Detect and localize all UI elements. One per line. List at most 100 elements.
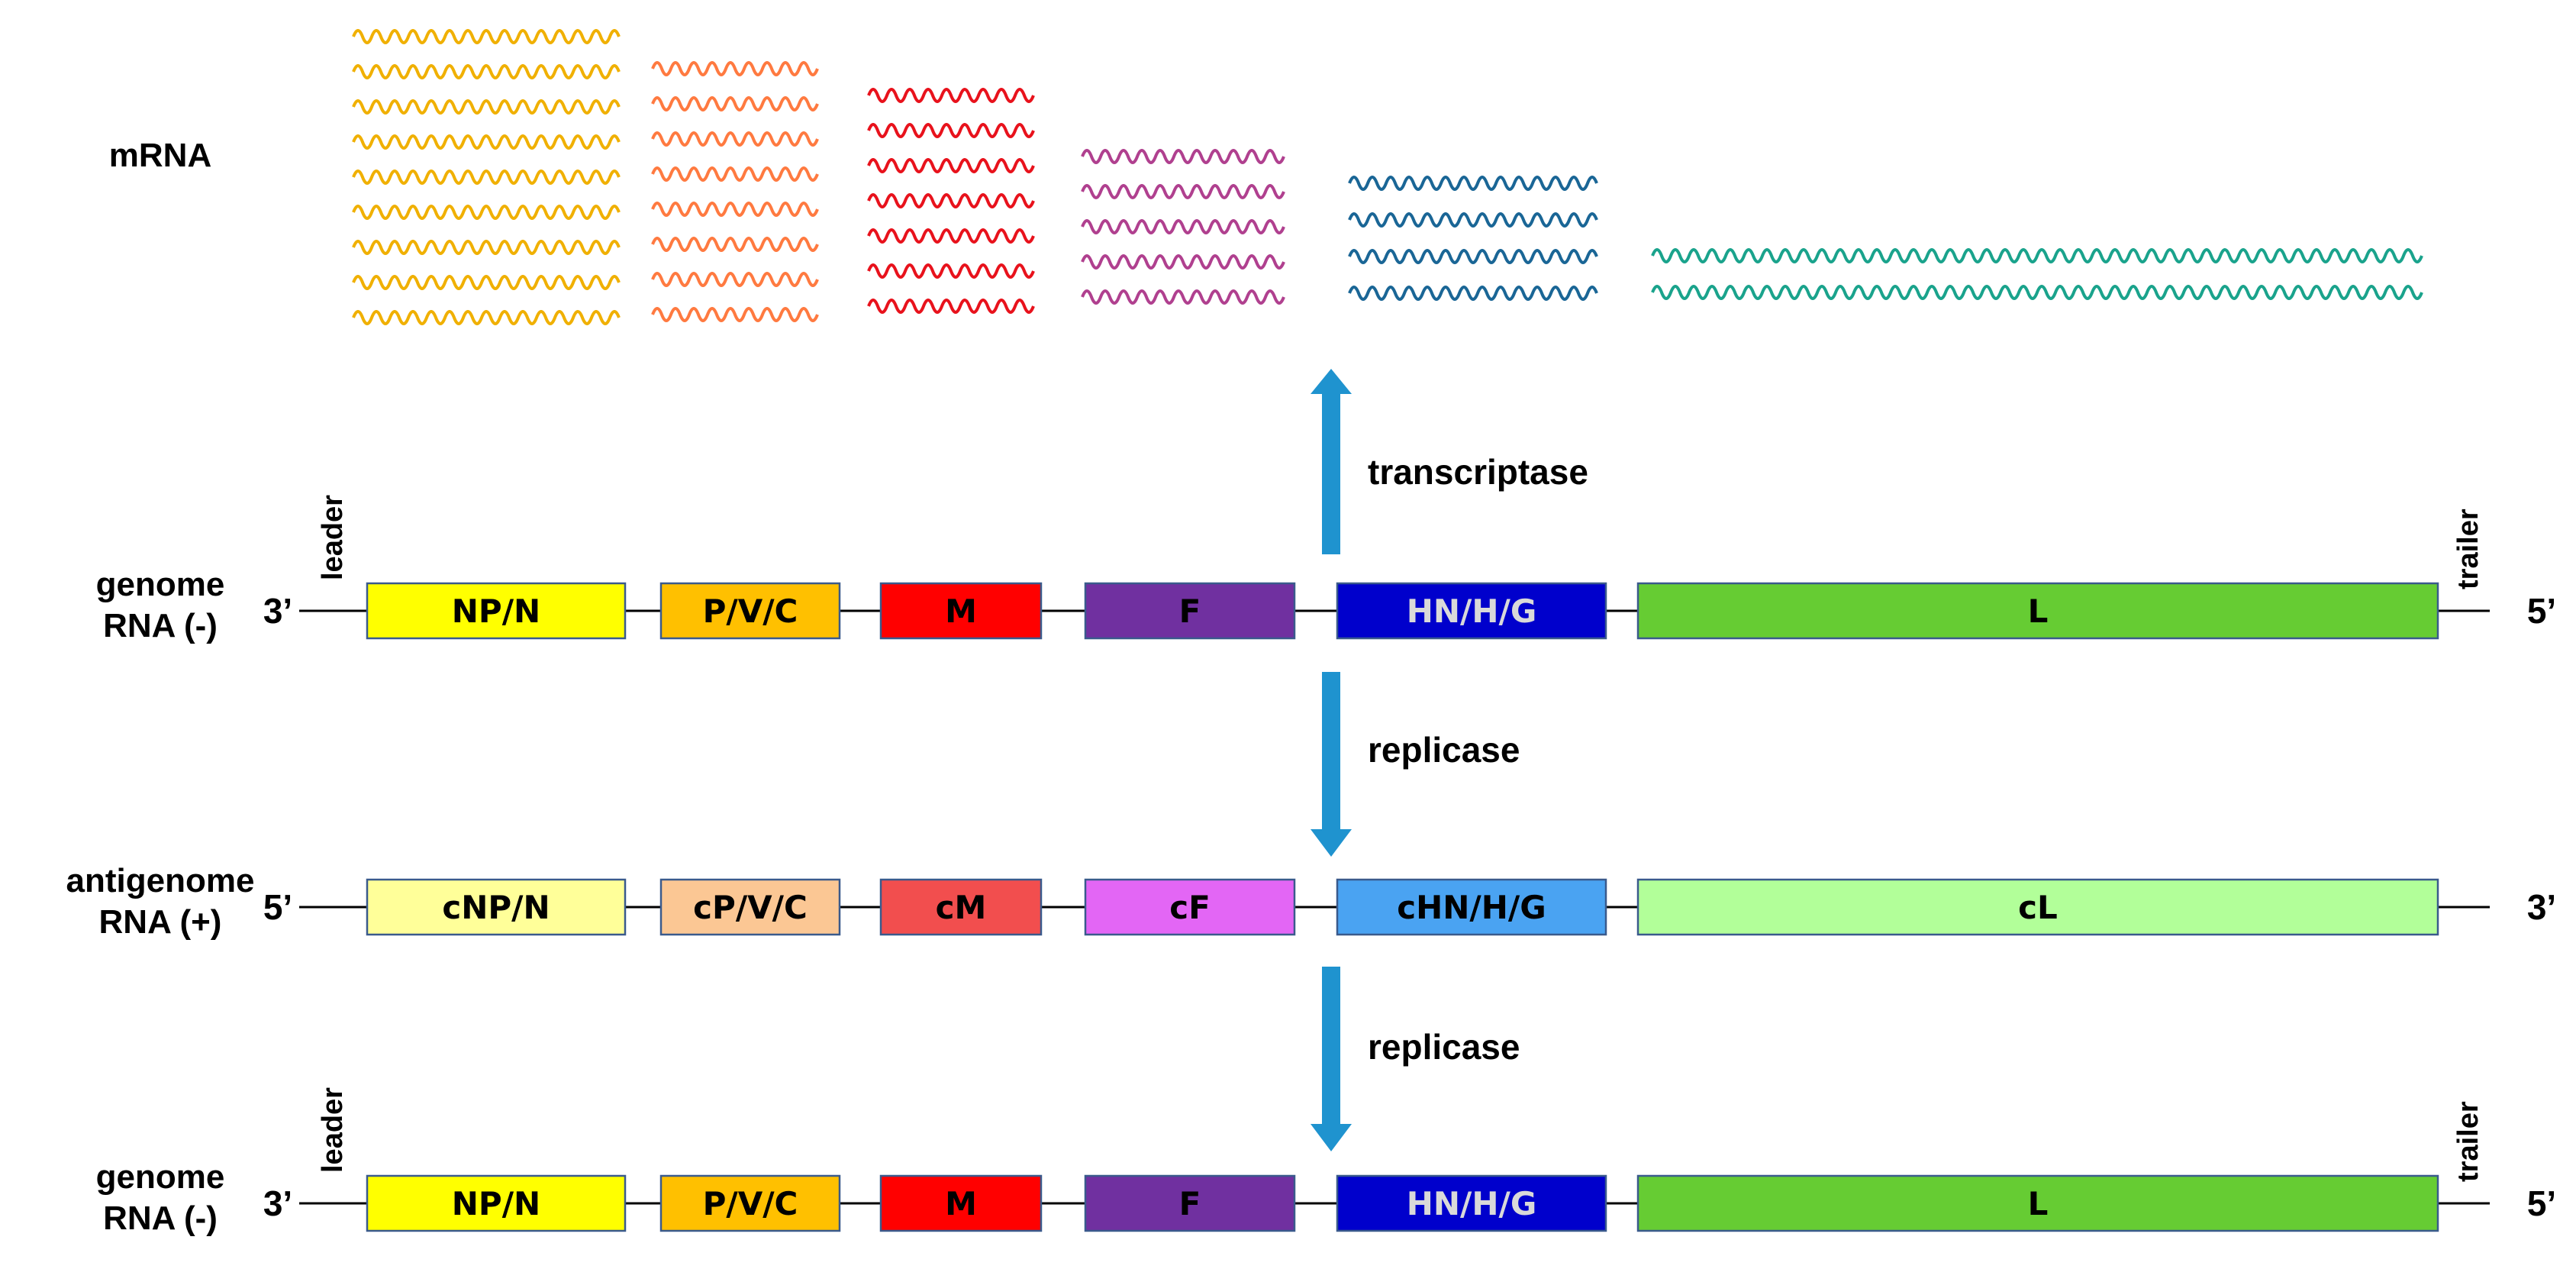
mrna-strand (651, 61, 819, 76)
gene-box-np-n: NP/N (366, 1174, 627, 1232)
mrna-strand (867, 123, 1035, 138)
mrna-strand (352, 205, 621, 220)
leader-label: leader (317, 495, 349, 580)
gene-box-hn-h-g: HN/H/G (1336, 1174, 1607, 1232)
gene-box-hn-h-g: HN/H/G (1336, 582, 1607, 640)
replicase-arrow-1 (1311, 672, 1352, 857)
row-label-line1: genome (96, 1158, 225, 1196)
mrna-strand (1081, 184, 1285, 199)
mrna-group-4 (1081, 149, 1285, 305)
gene-label: L (2028, 1185, 2049, 1222)
gene-box-l: L (1636, 1174, 2439, 1232)
row-label-line2: RNA (-) (103, 607, 218, 644)
gene-box-cp-v-c: cP/V/C (659, 878, 841, 936)
mrna-group-1 (352, 29, 621, 325)
mrna-strand (1651, 285, 2423, 300)
mrna-strand (651, 96, 819, 111)
trailer-label: trailer (2452, 509, 2484, 589)
gene-box-f: F (1084, 1174, 1296, 1232)
gene-box-np-n: NP/N (366, 582, 627, 640)
mrna-strand (352, 99, 621, 115)
gene-label: P/V/C (703, 593, 798, 630)
mrna-strand (1348, 286, 1598, 301)
right-end-label: 5’ (2527, 591, 2556, 631)
mrna-label: mRNA (109, 137, 211, 174)
gene-label: NP/N (452, 1185, 540, 1222)
gene-box-cf: cF (1084, 878, 1296, 936)
gene-label: cM (936, 889, 987, 926)
gene-label: cF (1169, 889, 1211, 926)
gene-box-m: M (879, 582, 1043, 640)
mrna-strand (1081, 149, 1285, 164)
gene-box-p-v-c: P/V/C (659, 1174, 841, 1232)
row-label-line1: antigenome (66, 862, 255, 899)
mrna-strand (867, 193, 1035, 208)
mrna-strand (651, 166, 819, 182)
transcriptase-label: transcriptase (1368, 452, 1588, 492)
gene-box-cl: cL (1636, 878, 2439, 936)
mrna-strand (1348, 212, 1598, 228)
replicase-label-2: replicase (1368, 1027, 1520, 1067)
left-end-label: 5’ (263, 887, 292, 927)
gene-label: F (1179, 593, 1201, 630)
gene-label: M (945, 593, 977, 630)
row-label-line1: genome (96, 566, 225, 603)
mrna-strand (651, 272, 819, 287)
gene-label: cNP/N (442, 889, 550, 926)
trailer-label: trailer (2452, 1101, 2484, 1182)
mrna-strand (352, 170, 621, 185)
mrna-strand (867, 263, 1035, 279)
gene-label: cP/V/C (693, 889, 808, 926)
gene-box-l: L (1636, 582, 2439, 640)
gene-label: HN/H/G (1407, 593, 1537, 630)
gene-label: cHN/H/G (1397, 889, 1546, 926)
mrna-strand (352, 29, 621, 44)
mrna-strand (1348, 176, 1598, 191)
gene-label: P/V/C (703, 1185, 798, 1222)
mrna-group-3 (867, 88, 1035, 314)
mrna-strand (352, 310, 621, 325)
mrna-strand (867, 228, 1035, 244)
mrna-strand (352, 240, 621, 255)
gene-box-p-v-c: P/V/C (659, 582, 841, 640)
gene-label: L (2028, 593, 2049, 630)
gene-box-chn-h-g: cHN/H/G (1336, 878, 1607, 936)
leader-label: leader (317, 1087, 349, 1173)
row-label-line2: RNA (-) (103, 1200, 218, 1237)
right-end-label: 3’ (2527, 887, 2556, 927)
left-end-label: 3’ (263, 591, 292, 631)
mrna-strand (352, 64, 621, 79)
mrna-strand (1348, 249, 1598, 264)
mrna-strand (1081, 254, 1285, 270)
gene-box-cm: cM (879, 878, 1043, 936)
mrna-strand (867, 88, 1035, 103)
mrna-group-2 (651, 61, 819, 322)
mrna-strand (352, 134, 621, 150)
gene-label: HN/H/G (1407, 1185, 1537, 1222)
mrna-group-6 (1651, 248, 2423, 300)
mrna-strand (651, 202, 819, 217)
mrna-strand (1081, 219, 1285, 234)
gene-box-m: M (879, 1174, 1043, 1232)
mrna-strand (1081, 289, 1285, 305)
mrna-strand (867, 299, 1035, 314)
mrna-strand (1651, 248, 2423, 263)
replicase-label-1: replicase (1368, 730, 1520, 770)
gene-label: M (945, 1185, 977, 1222)
left-end-label: 3’ (263, 1183, 292, 1223)
replicase-arrow-2 (1311, 967, 1352, 1151)
mrna-strand (651, 237, 819, 252)
gene-label: F (1179, 1185, 1201, 1222)
transcriptase-arrow (1311, 369, 1352, 554)
gene-box-cnp-n: cNP/N (366, 878, 627, 936)
gene-label: cL (2018, 889, 2058, 926)
mrna-strand (651, 307, 819, 322)
mrna-strand (352, 275, 621, 290)
mrna-strand (867, 158, 1035, 173)
gene-label: NP/N (452, 593, 540, 630)
gene-box-f: F (1084, 582, 1296, 640)
